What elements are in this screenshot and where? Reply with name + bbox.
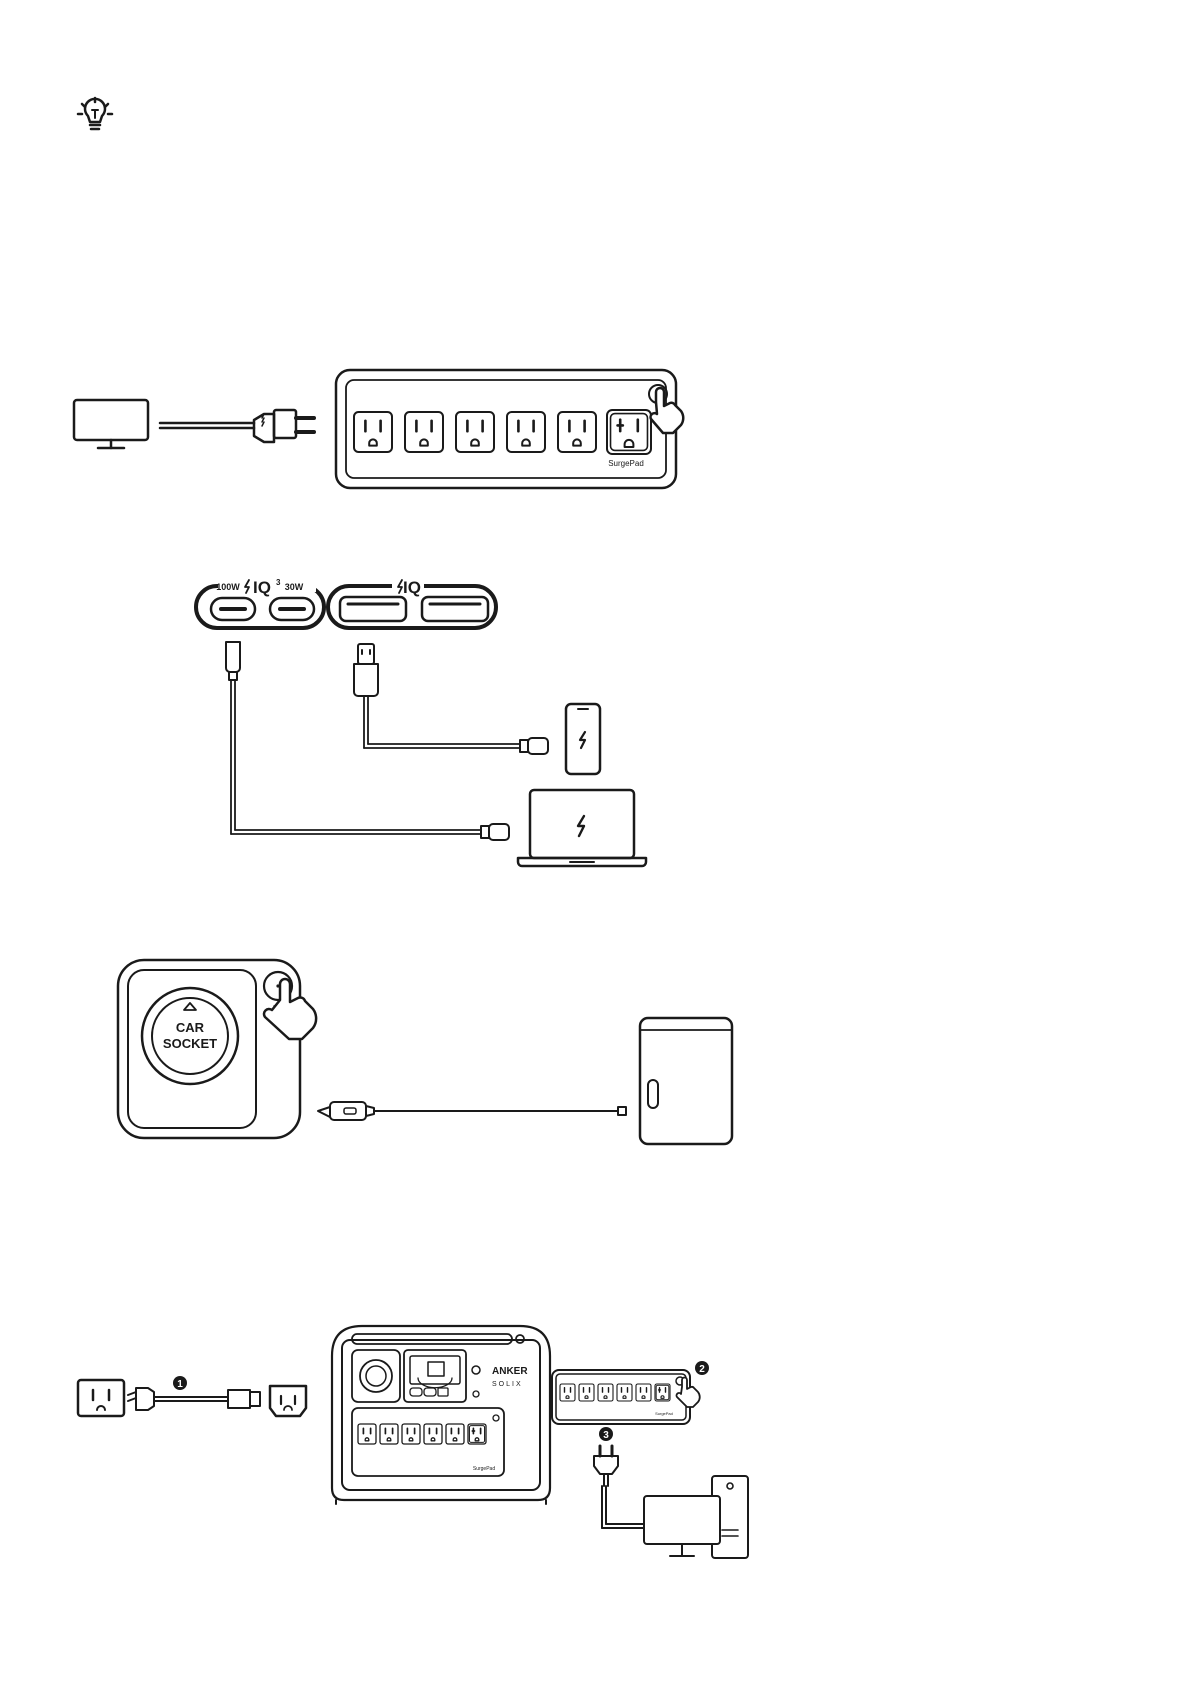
strip-outlets bbox=[354, 410, 651, 454]
iq3-label: IQ bbox=[253, 578, 271, 597]
car-socket-line2: SOCKET bbox=[163, 1036, 217, 1051]
usb-c1-label: 100W bbox=[216, 582, 240, 592]
car-socket-line1: CAR bbox=[176, 1020, 205, 1035]
outlet bbox=[558, 412, 596, 452]
outlet bbox=[636, 1384, 651, 1401]
outlet bbox=[655, 1384, 670, 1401]
outlet bbox=[507, 412, 545, 452]
outlet bbox=[579, 1384, 594, 1401]
monitor-icon bbox=[74, 400, 148, 448]
mini-strip-brand: SurgePad bbox=[655, 1411, 673, 1416]
outlet bbox=[402, 1424, 420, 1444]
car-plug-cable bbox=[318, 1102, 626, 1120]
station-brand: ANKER bbox=[492, 1366, 528, 1377]
wall-outlet bbox=[78, 1380, 124, 1416]
station-sub-brand: SOLIX bbox=[492, 1381, 523, 1388]
iq3-superscript: 3 bbox=[276, 578, 281, 587]
outlet bbox=[424, 1424, 442, 1444]
mini-outlets bbox=[560, 1384, 670, 1401]
outlet bbox=[405, 412, 443, 452]
strip-brand: SurgePad bbox=[608, 459, 644, 468]
lightbulb-icon bbox=[78, 98, 112, 129]
press-hand-icon bbox=[264, 979, 316, 1039]
usb-a-cable bbox=[354, 644, 548, 754]
desktop-computer-icon bbox=[644, 1476, 748, 1558]
usb-c2-label: 30W bbox=[285, 582, 304, 592]
ac-input-socket bbox=[270, 1386, 306, 1416]
power-cable bbox=[160, 410, 314, 442]
usb-a-port-panel: IQ bbox=[328, 578, 496, 628]
outlet bbox=[358, 1424, 376, 1444]
step-3-badge: 3 bbox=[599, 1427, 613, 1441]
fridge-icon bbox=[640, 1018, 732, 1144]
step-3-label: 3 bbox=[603, 1430, 609, 1441]
mini-power-strip: SurgePad bbox=[552, 1370, 690, 1424]
outlet bbox=[560, 1384, 575, 1401]
outlet bbox=[468, 1424, 486, 1444]
press-hand-icon bbox=[677, 1378, 700, 1408]
outlet bbox=[446, 1424, 464, 1444]
station-panel-brand: SurgePad bbox=[473, 1466, 495, 1472]
phone-icon bbox=[566, 704, 600, 774]
step-2-badge: 2 bbox=[695, 1361, 709, 1375]
ac-input-cable bbox=[128, 1388, 260, 1410]
power-strip: SurgePad bbox=[336, 370, 676, 488]
iq-label: IQ bbox=[403, 578, 421, 597]
outlet bbox=[354, 412, 392, 452]
step-1-label: 1 bbox=[177, 1379, 183, 1390]
outlet bbox=[456, 412, 494, 452]
outlet bbox=[598, 1384, 613, 1401]
pc-plug-cable bbox=[594, 1446, 644, 1528]
step-1-badge: 1 bbox=[173, 1376, 187, 1390]
step-2-label: 2 bbox=[699, 1364, 705, 1375]
car-socket-unit: CAR SOCKET bbox=[118, 960, 300, 1138]
usb-c-port-panel: 100W IQ 3 30W bbox=[196, 578, 324, 628]
station-outlets bbox=[358, 1424, 486, 1444]
power-station: ANKER SOLIX SurgePad bbox=[332, 1326, 550, 1504]
laptop-icon bbox=[518, 790, 646, 866]
outlet bbox=[380, 1424, 398, 1444]
outlet bbox=[607, 410, 651, 454]
outlet bbox=[617, 1384, 632, 1401]
